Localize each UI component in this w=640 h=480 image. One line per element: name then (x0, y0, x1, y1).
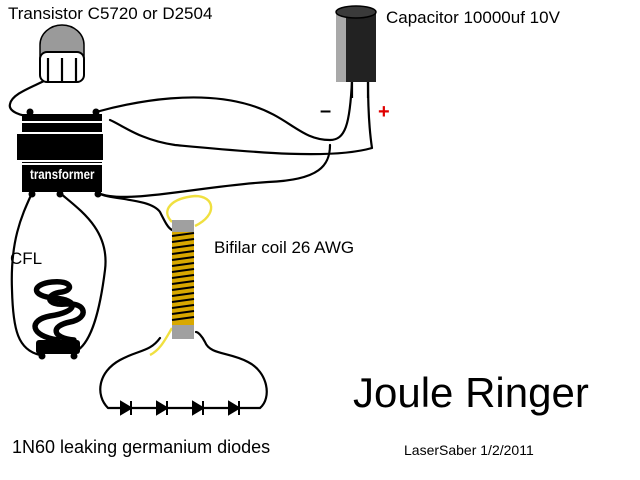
diode (120, 400, 133, 416)
transformer-pin (28, 190, 36, 198)
cfl-pin-left (38, 352, 46, 360)
wire-coil-top (96, 191, 174, 232)
coil-turns (171, 232, 195, 321)
capacitor-negative-label: – (320, 100, 332, 122)
wire-capacitor-positive-return (108, 78, 374, 156)
diode (156, 400, 169, 416)
capacitor (335, 5, 377, 98)
wire-transformer-to-cfl-right (58, 191, 107, 352)
transistor-label: Transistor C5720 or D2504 (8, 4, 213, 23)
transistor-body (39, 24, 85, 59)
diode-string (120, 400, 241, 416)
coil-lead-bottom (149, 327, 174, 357)
transistor (39, 24, 85, 83)
transformer-winding (15, 132, 105, 162)
coil-label: Bifilar coil 26 AWG (214, 238, 355, 257)
transformer-pin (92, 108, 100, 116)
transformer-pin (56, 190, 64, 198)
capacitor-top (335, 5, 377, 19)
diode (228, 400, 241, 416)
diode (192, 400, 205, 416)
cfl-label: CFL (10, 249, 43, 268)
bifilar-coil (149, 194, 213, 357)
cfl-lamp (32, 279, 86, 360)
wire-diode-loop (99, 330, 268, 410)
capacitor-positive-label: + (378, 101, 390, 123)
transformer (15, 108, 105, 198)
cfl-spiral (32, 279, 86, 343)
credit-label: LaserSaber 1/2/2011 (404, 442, 534, 458)
transformer-pin (94, 190, 102, 198)
capacitor-label: Capacitor 10000uf 10V (386, 8, 560, 27)
diagram-title: Joule Ringer (353, 369, 589, 416)
wire-transformer-to-capacitor-negative (94, 78, 354, 142)
coil-core-bottom (172, 325, 194, 339)
cfl-base (36, 340, 80, 354)
capacitor-stripe (336, 14, 346, 82)
coil-lead-top (166, 194, 213, 228)
wires (8, 78, 374, 410)
diodes-label: 1N60 leaking germanium diodes (12, 437, 271, 457)
transformer-pin (26, 108, 34, 116)
coil-core-top (172, 220, 194, 232)
wire-transformer-to-cfl-left (10, 191, 42, 357)
transformer-label: transformer (30, 166, 95, 182)
cfl-pin-right (70, 352, 78, 360)
wire-transformer-to-coil (96, 143, 332, 198)
